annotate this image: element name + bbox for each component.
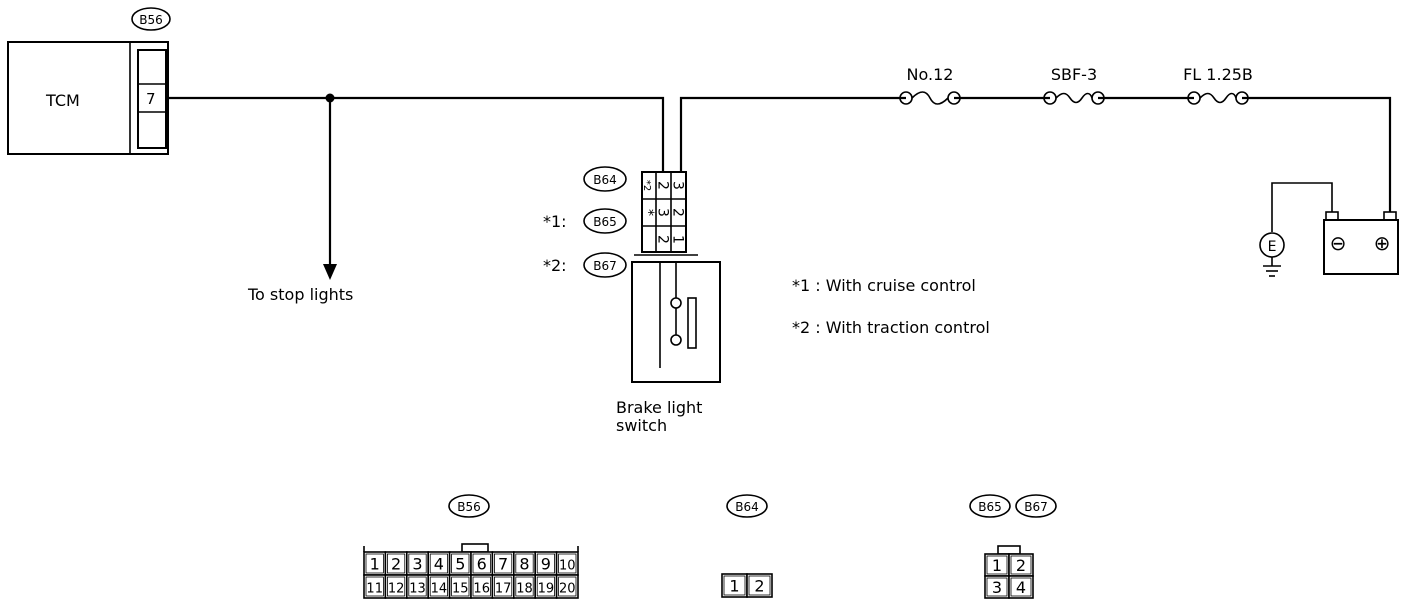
switch-pin-label: *: [640, 209, 656, 216]
fuse-label: No.12: [907, 65, 954, 84]
tcm-connector-id: B56: [139, 13, 163, 27]
connector-pin-number: 1: [729, 577, 739, 596]
connector-tag-text: B65: [593, 215, 617, 229]
connector-pin-number: 13: [409, 582, 426, 597]
connector-view-id: B64: [735, 500, 759, 514]
connector-tag-text: B67: [593, 259, 617, 273]
connector-pin-number: 6: [477, 555, 487, 574]
wires: To stop lights: [166, 93, 1392, 304]
switch-pin-label: 2: [670, 208, 686, 217]
connector-pin-cell: [746, 573, 773, 598]
connector-tag-prefix: *1:: [543, 212, 567, 231]
connector-pin-number: 18: [516, 582, 533, 597]
wire-tcm-to-switch: [166, 96, 665, 172]
fuse-no12: No.12: [899, 65, 961, 105]
branch-label: To stop lights: [247, 285, 353, 304]
connector-pin-number: 2: [754, 577, 764, 596]
tcm-block: TCM 7 B56: [7, 7, 171, 155]
connector-tag-b67: [583, 252, 627, 278]
switch-pin-label: 2: [655, 235, 671, 244]
connector-pin-number: 1: [992, 556, 1002, 575]
connector-pin-number: 4: [434, 555, 444, 574]
battery-plus-icon: ⊕: [1374, 231, 1391, 255]
switch-connector-block: [641, 171, 687, 253]
switch-label-line2: switch: [616, 416, 667, 435]
connector-pin-number: 2: [1016, 556, 1026, 575]
connector-pin-number: 17: [495, 582, 512, 597]
connector-pin-number: 1: [370, 555, 380, 574]
switch-pin-label: 3: [670, 181, 686, 190]
connector-pin-number: 10: [559, 559, 576, 574]
switch-label-line1: Brake light: [616, 398, 702, 417]
switch-pin-label: *2: [641, 180, 652, 191]
wire-fuse-to-battery: [1242, 96, 1392, 212]
branch-arrow: [323, 264, 337, 280]
battery: ⊖ ⊕: [1323, 211, 1399, 275]
note-cruise-control: *1 : With cruise control: [792, 276, 976, 295]
connector-pin-number: 14: [431, 582, 448, 597]
connector-pin-cell: [555, 574, 579, 599]
ground-connection: E: [1259, 182, 1333, 277]
ground-label: E: [1268, 239, 1277, 255]
connector-pin-number: 11: [366, 582, 383, 597]
connector-pin-number: 3: [992, 578, 1002, 597]
connector-pin-number: 16: [473, 582, 490, 597]
note-traction-control: *2 : With traction control: [792, 318, 990, 337]
connector-view-id: B65: [978, 500, 1002, 514]
connector-tag-b65: [583, 208, 627, 234]
connector-tag-b64: [583, 166, 627, 192]
connector-pin-number: 12: [388, 582, 405, 597]
connector-tag-prefix: *2:: [543, 256, 567, 275]
switch-pin-label: 2: [655, 181, 671, 190]
tcm-pin: 7: [146, 90, 156, 108]
connector-pin-number: 15: [452, 582, 469, 597]
connector-pin-number: 2: [391, 555, 401, 574]
connector-view-id: B67: [1024, 500, 1048, 514]
tcm-label: TCM: [45, 91, 80, 110]
connector-tag-b56: [131, 7, 171, 31]
switch-pin-label: 3: [655, 208, 671, 217]
connector-tag-text: B64: [593, 173, 617, 187]
fuse-label: SBF-3: [1051, 65, 1097, 84]
connector-view-id: B56: [457, 500, 481, 514]
wire-switch-to-fuse: [679, 96, 906, 172]
battery-minus-icon: ⊖: [1330, 231, 1347, 255]
switch-pin-label: 1: [670, 235, 686, 244]
connector-pin-number: 8: [519, 555, 529, 574]
connector-pin-number: 5: [455, 555, 465, 574]
switch-connector-tags: B64 *1: B65 *2: B67: [543, 166, 627, 278]
connector-pin-number: 9: [541, 555, 551, 574]
fuse-sbf3: SBF-3: [1043, 65, 1105, 105]
fuse-fl125b: FL 1.25B: [1183, 65, 1253, 105]
connector-pin-number: 20: [559, 582, 576, 597]
tcm-connector: [137, 49, 167, 149]
connector-pin-number: 4: [1016, 578, 1026, 597]
connector-pin-cell: [1008, 575, 1034, 599]
battery-box: [1323, 219, 1399, 275]
fuse-label: FL 1.25B: [1183, 65, 1253, 84]
connector-pin-number: 7: [498, 555, 508, 574]
connector-pin-number: 3: [412, 555, 422, 574]
connector-pin-number: 19: [538, 582, 555, 597]
